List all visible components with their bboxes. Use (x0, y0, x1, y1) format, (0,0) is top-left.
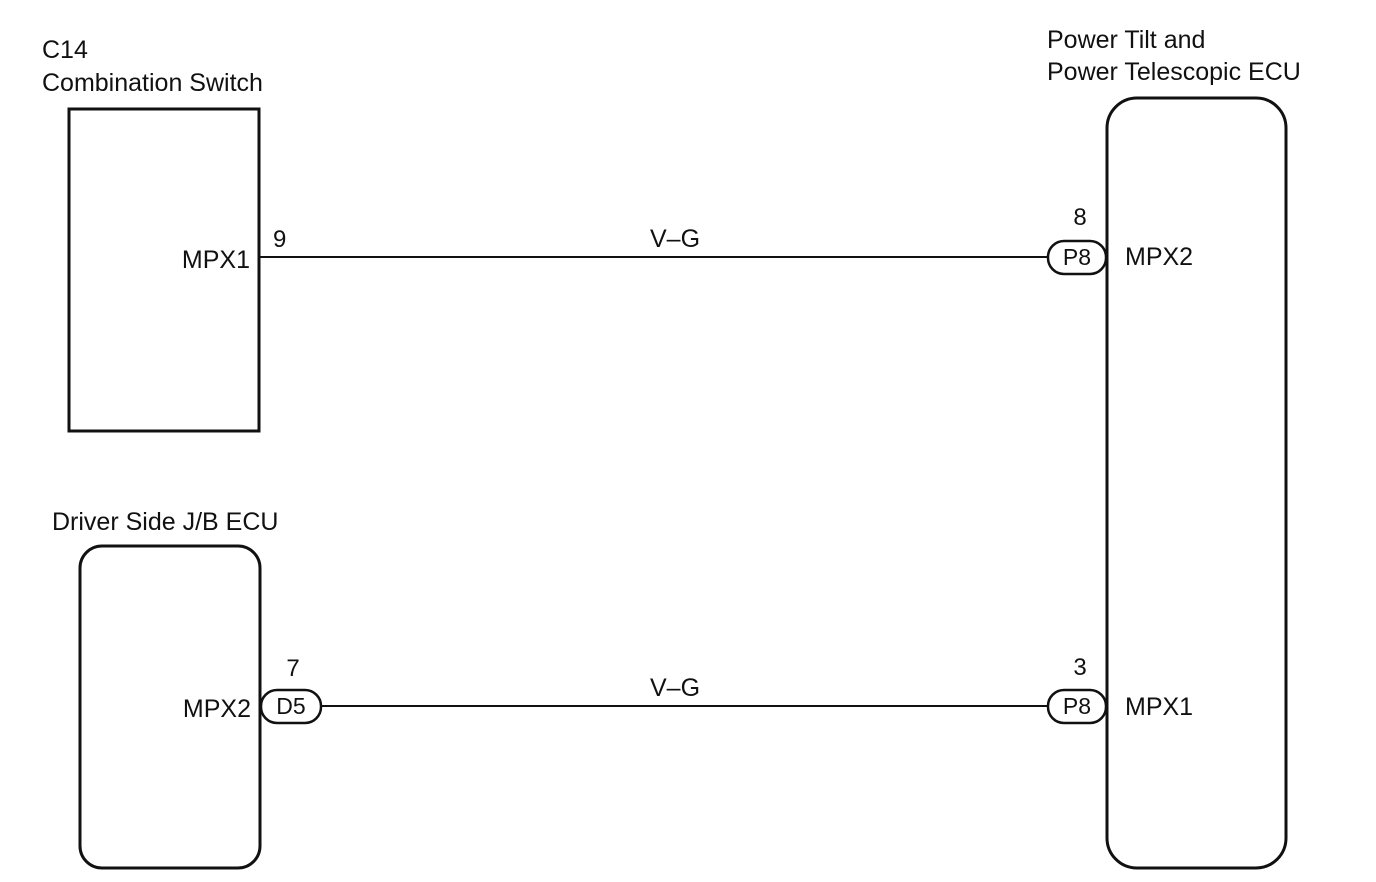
combination-switch-box (67, 107, 261, 433)
upper-wire: V–G (259, 225, 1048, 258)
combination-switch-pin-label: MPX1 (182, 246, 250, 274)
tilt-ecu-lower-pin-number: 3 (1073, 654, 1086, 681)
tilt-telescopic-ecu-title-line2: Power Telescopic ECU (1047, 58, 1301, 86)
p8-connector-lower (1046, 688, 1108, 725)
combination-switch-pin-number: 9 (273, 226, 286, 253)
d5-connector-label: D5 (276, 693, 305, 719)
lower-wire: V–G (321, 674, 1048, 707)
combination-switch: C14 Combination Switch MPX1 9 (42, 36, 286, 433)
p8-connector-upper (1046, 239, 1108, 276)
combination-switch-title: Combination Switch (42, 69, 263, 97)
tilt-telescopic-ecu: Power Tilt and Power Telescopic ECU 8 P8… (1046, 26, 1301, 870)
upper-wire-color-code: V–G (650, 225, 700, 253)
driver-jb-ecu-pin-number: 7 (286, 655, 299, 682)
driver-jb-ecu-pin-label: MPX2 (183, 695, 251, 723)
lower-wire-color-code: V–G (650, 674, 700, 702)
tilt-ecu-upper-pin-label: MPX2 (1125, 243, 1193, 271)
tilt-ecu-lower-pin-label: MPX1 (1125, 693, 1193, 721)
p8-connector-lower-label: P8 (1063, 693, 1091, 719)
combination-switch-code: C14 (42, 36, 88, 64)
tilt-telescopic-ecu-box (1105, 96, 1288, 870)
p8-connector-upper-label: P8 (1063, 244, 1091, 270)
tilt-telescopic-ecu-title-line1: Power Tilt and (1047, 26, 1205, 54)
driver-jb-ecu-title: Driver Side J/B ECU (52, 508, 278, 536)
tilt-ecu-upper-pin-number: 8 (1073, 204, 1086, 231)
driver-side-jb-ecu: Driver Side J/B ECU MPX2 7 D5 (52, 508, 323, 870)
